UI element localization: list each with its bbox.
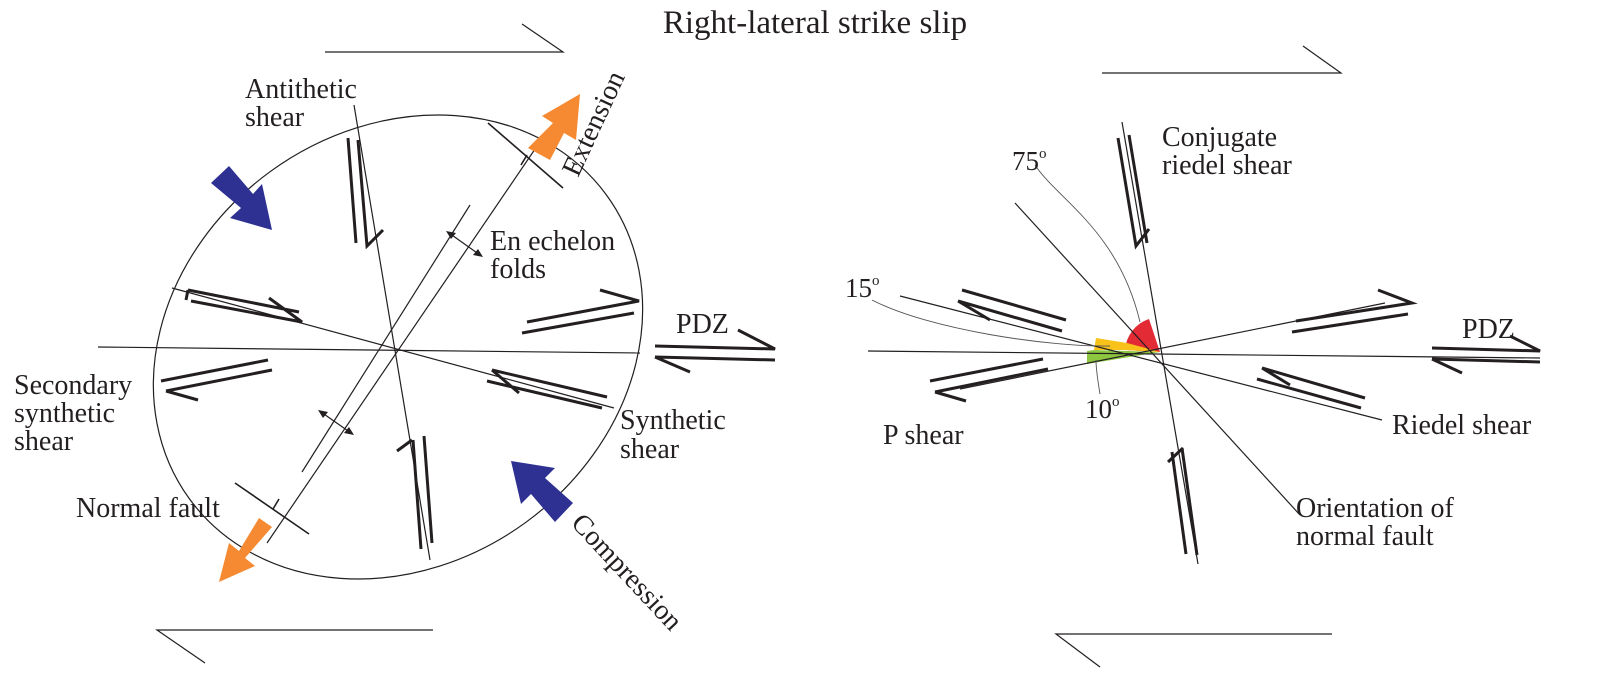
angle-15-wedge bbox=[1094, 338, 1160, 352]
conjugate-riedel-shear-label: Conjugate riedel shear bbox=[1162, 122, 1292, 181]
left-pdz-symbol bbox=[654, 328, 776, 374]
secondary-synthetic-shear-label: Secondary synthetic shear bbox=[14, 370, 139, 457]
p-shear-label: P shear bbox=[883, 420, 964, 451]
compression-arrow-lower bbox=[511, 461, 573, 522]
secondary-shear-symbol-lower bbox=[160, 358, 273, 402]
fold-axis-line bbox=[301, 204, 471, 473]
left-bottom-shear-arrow bbox=[155, 629, 433, 664]
extension-arrow-lower bbox=[219, 518, 272, 582]
normal-fault-label: Normal fault bbox=[76, 493, 220, 524]
diagram-title: Right-lateral strike slip bbox=[663, 5, 967, 41]
right-bottom-shear-arrow bbox=[1054, 633, 1332, 668]
strain-ellipse bbox=[152, 114, 644, 580]
normal-fault-orientation-line bbox=[266, 129, 549, 544]
normal-fault-orientation-line-right bbox=[1014, 202, 1301, 516]
synthetic-shear-symbol-upper bbox=[521, 288, 640, 335]
riedel-shear-symbol-right bbox=[1256, 366, 1366, 410]
left-strain-ellipse-diagram: Antithetic shear Extension En echelon fo… bbox=[14, 23, 776, 664]
right-pdz-label: PDZ bbox=[1462, 314, 1515, 345]
antithetic-shear-symbol-top bbox=[346, 137, 385, 250]
angle-10-wedge bbox=[1087, 350, 1160, 364]
angle-75-label: 75o bbox=[1012, 146, 1047, 176]
left-pdz-label: PDZ bbox=[676, 309, 729, 340]
conjugate-riedel-line bbox=[1121, 121, 1199, 565]
right-riedel-diagram: 75o 15o 10o Conjugate riedel shear PDZ P… bbox=[845, 45, 1541, 668]
angle-15-leader bbox=[871, 299, 1111, 347]
synthetic-shear-line bbox=[171, 287, 615, 409]
synthetic-shear-symbol-lower bbox=[486, 368, 608, 410]
antithetic-shear-line bbox=[353, 104, 431, 561]
extension-fault-tick-barb bbox=[520, 154, 528, 166]
secondary-shear-symbol-upper bbox=[184, 288, 303, 324]
normal-fault-orientation-label: Orientation of normal fault bbox=[1296, 493, 1461, 552]
normal-fault-tick-barb bbox=[272, 498, 280, 510]
normal-fault-tick bbox=[234, 482, 310, 535]
p-shear-symbol-left bbox=[929, 357, 1049, 403]
angle-10-leader bbox=[1095, 359, 1101, 395]
left-pdz-line bbox=[97, 346, 641, 354]
right-top-shear-arrow bbox=[1102, 45, 1343, 74]
fold-double-arrow-lower bbox=[318, 410, 354, 435]
p-shear-symbol-right bbox=[1291, 288, 1418, 334]
antithetic-shear-symbol-bottom bbox=[396, 435, 434, 550]
right-pdz-symbol bbox=[1431, 334, 1541, 375]
antithetic-shear-label: Antithetic shear bbox=[245, 74, 364, 133]
right-pdz-line bbox=[867, 350, 1541, 359]
extension-arrow-upper bbox=[528, 94, 580, 160]
conjugate-riedel-symbol-top bbox=[1116, 134, 1151, 250]
extension-fault-tick bbox=[487, 122, 564, 189]
conjugate-riedel-symbol-bottom bbox=[1166, 446, 1199, 556]
left-top-shear-arrow bbox=[325, 23, 565, 53]
riedel-shear-line bbox=[899, 295, 1383, 421]
riedel-shear-symbol-left bbox=[957, 288, 1067, 333]
angle-10-label: 10o bbox=[1085, 394, 1120, 424]
angle-75-leader bbox=[1034, 164, 1141, 323]
compression-label: Compression bbox=[565, 508, 688, 637]
fold-double-arrow-upper bbox=[446, 231, 483, 257]
riedel-shear-label: Riedel shear bbox=[1392, 410, 1532, 441]
compression-arrow-upper bbox=[211, 166, 272, 230]
synthetic-shear-label: Synthetic shear bbox=[620, 405, 733, 465]
angle-15-label: 15o bbox=[845, 273, 880, 303]
angle-75-wedge bbox=[1125, 319, 1160, 352]
en-echelon-folds-label: En echelon folds bbox=[490, 226, 622, 285]
